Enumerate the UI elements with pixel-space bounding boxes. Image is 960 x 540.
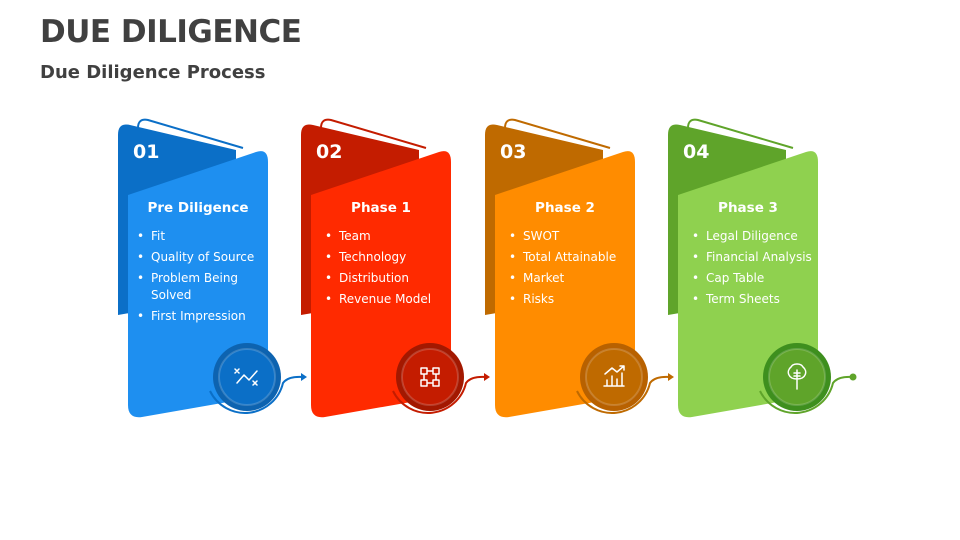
list-item: Market xyxy=(509,270,635,287)
connector-arc xyxy=(759,375,854,414)
icon-disc xyxy=(585,348,643,406)
step-number: 03 xyxy=(500,141,527,163)
list-item: Problem Being Solved xyxy=(137,270,263,304)
step-number: 02 xyxy=(316,141,343,163)
back-outline xyxy=(320,118,427,149)
money-tree-icon xyxy=(787,363,807,390)
list-item: Term Sheets xyxy=(692,291,818,308)
list-item: Risks xyxy=(509,291,635,308)
step-shape-1 xyxy=(118,118,307,418)
back-outline xyxy=(137,118,244,149)
step-title: Phase 3 xyxy=(718,200,778,216)
strategy-icon xyxy=(234,368,258,386)
list-item: First Impression xyxy=(137,308,263,325)
list-item: Cap Table xyxy=(692,270,818,287)
end-dot xyxy=(849,373,857,381)
back-outline xyxy=(687,118,794,149)
list-item: Fit xyxy=(137,228,263,245)
arrow-head xyxy=(301,373,307,381)
growth-chart-icon xyxy=(603,365,625,387)
step-items: SWOT Total Attainable Market Risks xyxy=(509,228,635,312)
arrow-head xyxy=(484,373,490,381)
step-number: 04 xyxy=(683,141,710,163)
page-subtitle: Due Diligence Process xyxy=(40,62,266,83)
arrow-head xyxy=(668,373,674,381)
list-item: Quality of Source xyxy=(137,249,263,266)
list-item: Total Attainable xyxy=(509,249,635,266)
step-items: Fit Quality of Source Problem Being Solv… xyxy=(137,228,263,329)
list-item: Revenue Model xyxy=(325,291,451,308)
list-item: Team xyxy=(325,228,451,245)
list-item: Legal Diligence xyxy=(692,228,818,245)
step-title: Pre Diligence xyxy=(147,200,249,216)
list-item: Distribution xyxy=(325,270,451,287)
icon-disc xyxy=(401,348,459,406)
network-icon xyxy=(420,367,440,387)
step-number: 01 xyxy=(133,141,160,163)
step-items: Team Technology Distribution Revenue Mod… xyxy=(325,228,451,312)
connector-arc xyxy=(209,375,304,414)
connector-arc xyxy=(392,375,487,414)
page-title: DUE DILIGENCE xyxy=(40,14,302,50)
step-items: Legal Diligence Financial Analysis Cap T… xyxy=(692,228,818,312)
step-title: Phase 2 xyxy=(535,200,595,216)
list-item: Technology xyxy=(325,249,451,266)
back-outline xyxy=(504,118,611,149)
connector-arc xyxy=(576,375,671,414)
step-title: Phase 1 xyxy=(351,200,411,216)
list-item: Financial Analysis xyxy=(692,249,818,266)
list-item: SWOT xyxy=(509,228,635,245)
